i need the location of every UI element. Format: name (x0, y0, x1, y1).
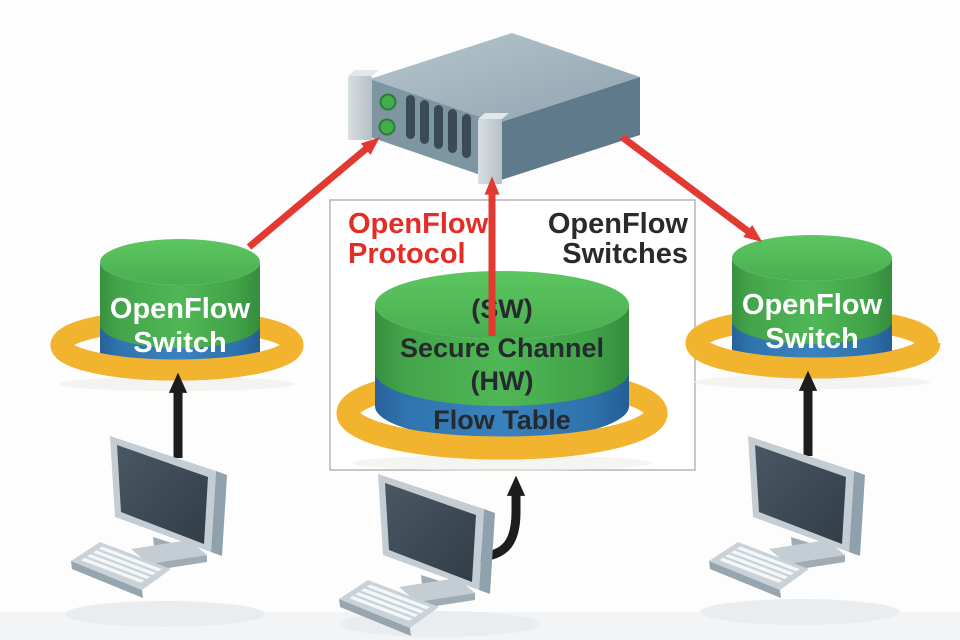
left-switch-label-line1: OpenFlow (110, 293, 251, 325)
center-switch-shadow (352, 455, 652, 471)
switches-label-line2: Switches (562, 238, 688, 270)
center-cylinder-flow-table-band (375, 372, 629, 440)
openflow-switch-left: OpenFlow Switch (50, 239, 304, 391)
server-top-face (370, 33, 640, 123)
switches-label-line1: OpenFlow (548, 208, 689, 240)
server-left-ear (348, 76, 372, 140)
right-ring-front (687, 339, 941, 379)
controller-server-icon (348, 33, 640, 184)
server-right-ear (478, 119, 502, 184)
protocol-label-line2: Protocol (348, 238, 466, 270)
server-left-ear-top (348, 70, 379, 76)
server-vent-slot (420, 100, 429, 144)
shadow-right (700, 599, 900, 625)
left-ring-front (50, 341, 304, 381)
center-ring-front (336, 410, 668, 460)
arrow-controller-to-right-switch (619, 134, 763, 242)
server-led-icon (378, 118, 396, 136)
left-switch-label-line2: Switch (133, 327, 226, 359)
center-flow-table-label: Flow Table (433, 405, 571, 435)
protocol-label-line1: OpenFlow (348, 208, 489, 240)
server-vent-slot (462, 114, 471, 158)
shadow-left (65, 601, 265, 627)
right-cylinder-top (732, 235, 892, 281)
right-switch-label-line2: Switch (765, 323, 858, 355)
right-switch-label-line1: OpenFlow (742, 289, 883, 321)
arrow-left-switch-to-controller (246, 137, 380, 250)
openflow-switch-center: (SW) Secure Channel (HW) Flow Table (336, 271, 668, 471)
center-cylinder-top (375, 271, 629, 339)
center-secure-channel-label: Secure Channel (400, 333, 604, 363)
server-led-icon (379, 93, 397, 111)
left-cylinder-top (100, 239, 260, 285)
center-hw-label: (HW) (471, 366, 534, 396)
server-right-face (498, 77, 640, 181)
center-sw-label: (SW) (471, 294, 532, 324)
openflow-switch-right: OpenFlow Switch (685, 235, 941, 389)
server-vent-slot (406, 95, 415, 139)
server-vent-slot (448, 109, 457, 153)
server-right-ear-top (478, 113, 509, 119)
server-vent-slot (434, 105, 443, 149)
